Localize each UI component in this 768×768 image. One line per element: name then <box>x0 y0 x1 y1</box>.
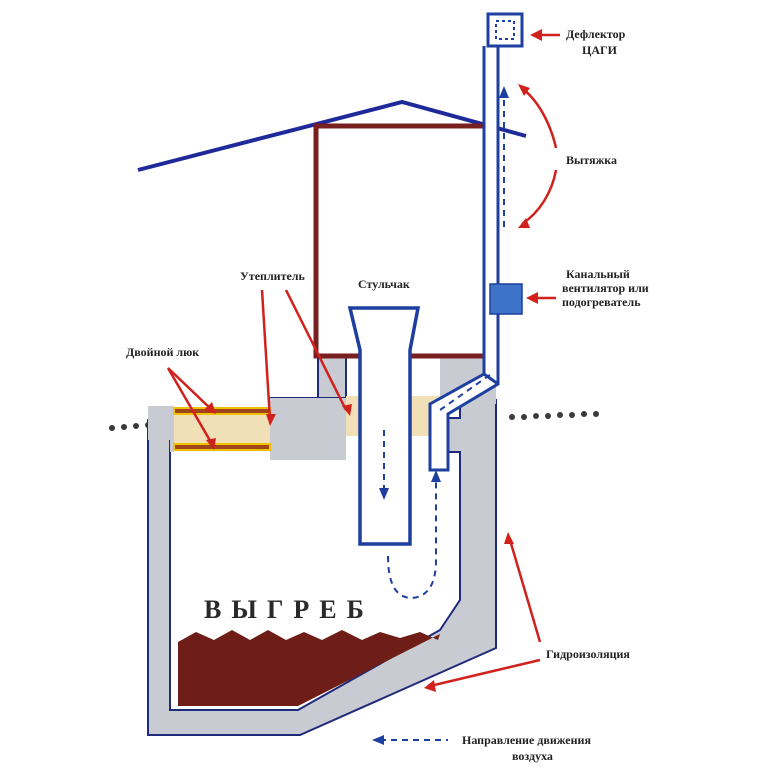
airflow-arrow-down-seat <box>379 488 389 500</box>
label-airflow-1: Направление движения <box>462 733 591 747</box>
label-deflector-1: Дефлектор <box>566 27 626 41</box>
label-deflector-2: ЦАГИ <box>582 43 618 57</box>
label-fan-2: вентилятор или <box>562 281 649 295</box>
label-exhaust: Вытяжка <box>566 153 617 167</box>
label-cesspit: ВЫГРЕБ <box>204 595 374 624</box>
deflector <box>486 12 524 48</box>
pit-walls <box>147 355 497 736</box>
label-fan-1: Канальный <box>566 267 630 281</box>
double-hatch <box>173 407 271 451</box>
label-seat: Стульчак <box>358 277 410 291</box>
pointer-arrowheads <box>204 29 542 692</box>
duct-fan <box>489 283 523 315</box>
airflow-path <box>383 100 505 600</box>
airflow-arrow-up-pipe <box>499 86 509 98</box>
label-insulation: Утеплитель <box>240 269 306 283</box>
label-fan-3: подогреватель <box>562 295 641 309</box>
label-waterproofing: Гидроизоляция <box>546 647 630 661</box>
waste <box>178 630 440 706</box>
pit-top-slab <box>270 398 346 460</box>
label-airflow-2: воздуха <box>512 749 553 763</box>
airflow-arrow-up-vent <box>431 470 441 482</box>
roof <box>137 99 527 172</box>
seat-funnel <box>347 306 421 546</box>
vent-pipe <box>428 46 500 472</box>
label-double-hatch: Двойной люк <box>126 345 199 359</box>
airflow-legend-arrow <box>372 735 448 745</box>
